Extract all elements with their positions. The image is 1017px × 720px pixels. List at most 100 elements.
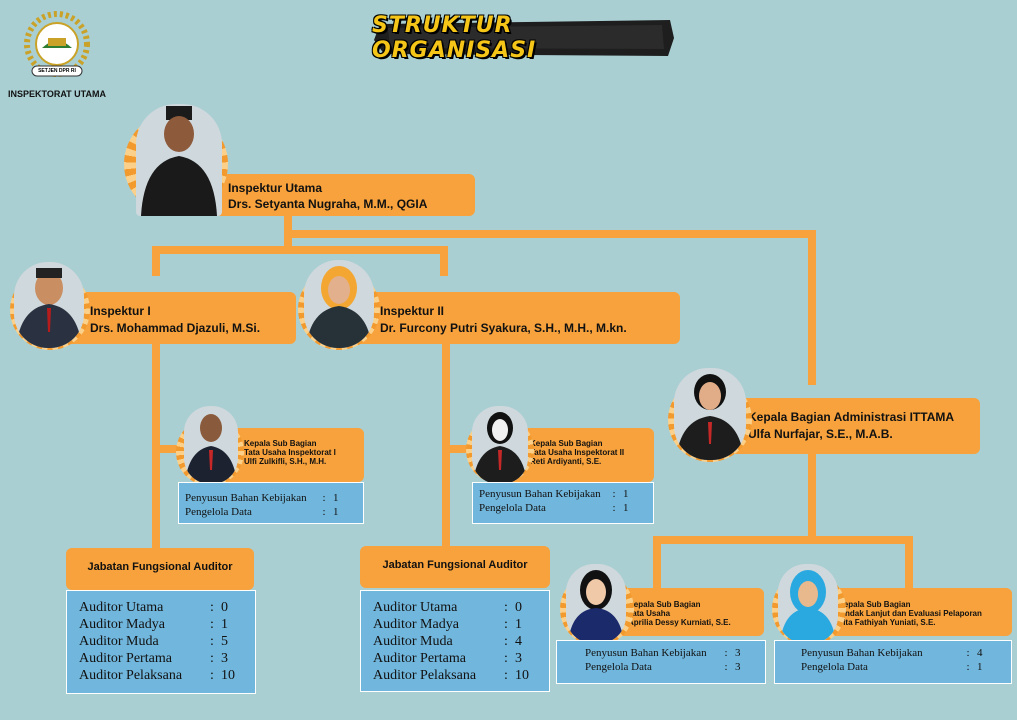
auditor-label: Auditor Madya <box>79 617 165 632</box>
portrait-photo <box>184 406 238 484</box>
portrait-photo <box>472 406 528 484</box>
auditor-count: 1 <box>221 617 228 632</box>
staff-count: 1 <box>977 661 983 673</box>
staff-row: Penyusun Bahan Kebijakan:1 <box>185 492 357 504</box>
person-name: Drs. Mohammad Djazuli, M.Si. <box>90 321 261 335</box>
connector <box>442 445 476 453</box>
card-inspektur-2: Inspektur II Dr. Furcony Putri Syakura, … <box>336 292 680 344</box>
auditor-label: Auditor Pelaksana <box>373 668 477 683</box>
role-label: Kepala Bagian Administrasi ITTAMA <box>748 410 955 424</box>
logo-caption: SETJEN DPR RI <box>38 68 76 74</box>
staff-label: Pengelola Data <box>801 661 868 673</box>
connector <box>152 445 186 453</box>
connector <box>808 230 816 385</box>
staff-label: Penyusun Bahan Kebijakan <box>585 647 707 659</box>
auditor-label: Auditor Pertama <box>373 651 466 666</box>
staff-row: Pengelola Data:1 <box>801 661 1001 673</box>
sub-line-1: Kepala Sub Bagian <box>530 439 603 448</box>
auditor-count: 5 <box>221 634 228 649</box>
auditor-label: Auditor Pertama <box>79 651 172 666</box>
staff-count: 1 <box>623 488 629 500</box>
auditor-row: Auditor Muda:4 <box>373 634 539 650</box>
connector <box>905 536 913 596</box>
staff-row: Penyusun Bahan Kebijakan:4 <box>801 647 1001 659</box>
portrait-photo <box>14 262 84 348</box>
auditor-row: Auditor Pertama:3 <box>79 651 245 667</box>
auditor-row: Auditor Utama:0 <box>373 600 539 616</box>
staff-count: 1 <box>333 506 339 518</box>
sub-line-1: Kepala Sub Bagian <box>628 600 701 609</box>
sub-line-3: Reti Ardiyanti, S.E. <box>530 457 602 466</box>
connector <box>152 246 448 254</box>
dpr-logo: SETJEN DPR RI <box>20 8 94 82</box>
staff-label: Pengelola Data <box>479 502 546 514</box>
connector <box>288 230 815 238</box>
auditor-row: Auditor Pelaksana:10 <box>79 668 245 684</box>
auditor-count: 10 <box>515 668 529 683</box>
staff-box-1: Penyusun Bahan Kebijakan:1 Pengelola Dat… <box>178 482 364 524</box>
auditor-label: Auditor Muda <box>373 634 453 649</box>
staff-row: Penyusun Bahan Kebijakan:3 <box>585 647 759 659</box>
auditor-row: Auditor Muda:5 <box>79 634 245 650</box>
auditor-count: 3 <box>221 651 228 666</box>
sub-line-3: Aprilia Dessy Kurniati, S.E. <box>628 618 731 627</box>
auditor-box-2: Auditor Utama:0 Auditor Madya:1 Auditor … <box>360 590 550 692</box>
staff-label: Penyusun Bahan Kebijakan <box>479 488 601 500</box>
auditor-count: 0 <box>221 600 228 615</box>
unit-name: INSPEKTORAT UTAMA <box>8 89 106 99</box>
card-jfa-2: Jabatan Fungsional Auditor <box>360 546 550 588</box>
role-label: Inspektur I <box>90 304 151 318</box>
card-kepala-bagian: Kepala Bagian Administrasi ITTAMA Ulfa N… <box>706 398 980 454</box>
staff-row: Penyusun Bahan Kebijakan:1 <box>479 488 647 500</box>
staff-box-4: Penyusun Bahan Kebijakan:4 Pengelola Dat… <box>774 640 1012 684</box>
staff-row: Pengelola Data:3 <box>585 661 759 673</box>
sub-line-2: Tata Usaha <box>628 609 671 618</box>
auditor-count: 3 <box>515 651 522 666</box>
staff-count: 4 <box>977 647 983 659</box>
connector <box>284 215 292 235</box>
connector <box>653 536 913 544</box>
connector <box>152 246 160 276</box>
sub-line-1: Kepala Sub Bagian <box>244 439 317 448</box>
role-label: Inspektur II <box>380 304 445 318</box>
staff-label: Pengelola Data <box>585 661 652 673</box>
auditor-label: Auditor Pelaksana <box>79 668 183 683</box>
auditor-row: Auditor Pertama:3 <box>373 651 539 667</box>
staff-count: 1 <box>623 502 629 514</box>
sub-line-3: Ulfi Zulkifli, S.H., M.H. <box>244 457 327 466</box>
sub-line-2: Tata Usaha Inspektorat I <box>244 448 336 457</box>
staff-box-2: Penyusun Bahan Kebijakan:1 Pengelola Dat… <box>472 482 654 524</box>
role-label: Inspektur Utama <box>228 181 323 195</box>
portrait-photo <box>778 564 838 644</box>
staff-box-3: Penyusun Bahan Kebijakan:3 Pengelola Dat… <box>556 640 766 684</box>
auditor-count: 0 <box>515 600 522 615</box>
sub-line-3: Vita Fathiyah Yuniati, S.E. <box>838 618 936 627</box>
connector <box>440 246 448 276</box>
staff-row: Pengelola Data:1 <box>185 506 357 518</box>
portrait-photo <box>304 260 374 348</box>
portrait-photo <box>674 368 746 460</box>
staff-count: 1 <box>333 492 339 504</box>
staff-row: Pengelola Data:1 <box>479 502 647 514</box>
auditor-box-1: Auditor Utama:0 Auditor Madya:1 Auditor … <box>66 590 256 694</box>
jfa-title: Jabatan Fungsional Auditor <box>382 559 528 571</box>
staff-label: Penyusun Bahan Kebijakan <box>185 492 307 504</box>
sub-line-1: Kepala Sub Bagian <box>838 600 911 609</box>
connector <box>284 230 292 252</box>
jfa-title: Jabatan Fungsional Auditor <box>87 561 233 573</box>
page-title: STRUKTUR ORGANISASI <box>372 13 537 63</box>
connector <box>808 450 816 540</box>
auditor-label: Auditor Utama <box>79 600 164 615</box>
card-jfa-1: Jabatan Fungsional Auditor <box>66 548 254 590</box>
auditor-row: Auditor Pelaksana:10 <box>373 668 539 684</box>
auditor-row: Auditor Madya:1 <box>79 617 245 633</box>
auditor-count: 1 <box>515 617 522 632</box>
sub-line-2: Tindak Lanjut dan Evaluasi Pelaporan <box>838 609 982 618</box>
auditor-label: Auditor Muda <box>79 634 159 649</box>
title-banner: STRUKTUR ORGANISASI <box>372 13 678 63</box>
auditor-label: Auditor Madya <box>373 617 459 632</box>
person-name: Dr. Furcony Putri Syakura, S.H., M.H., M… <box>380 321 627 335</box>
portrait-photo <box>566 564 626 644</box>
auditor-row: Auditor Madya:1 <box>373 617 539 633</box>
auditor-label: Auditor Utama <box>373 600 458 615</box>
